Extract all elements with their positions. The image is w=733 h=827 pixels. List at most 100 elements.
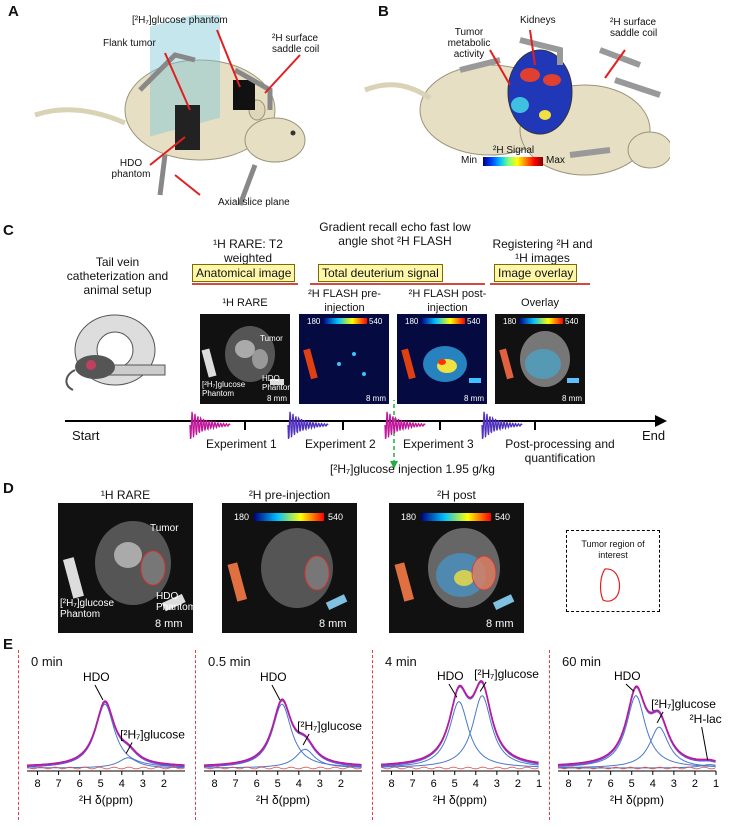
c-rare-tumor: Tumor <box>260 334 283 343</box>
timeline-end: End <box>642 428 666 443</box>
x-tick-label: 2 <box>161 778 167 790</box>
d-pre-colorbar <box>254 513 324 521</box>
x-tick-label: 5 <box>629 778 635 790</box>
data-line <box>27 701 185 768</box>
x-tick-label: 4 <box>650 778 656 790</box>
x-axis-label: ²H δ(ppm) <box>256 793 310 807</box>
d-post-colorbar <box>421 513 491 521</box>
rare-head: ¹H RARE: T2 weighted <box>213 237 283 265</box>
c-post-colorbar <box>421 318 465 324</box>
c-pre-colorbar <box>323 318 367 324</box>
c-post-cmax: 540 <box>467 317 481 326</box>
peak-arrow <box>125 742 133 754</box>
flash-box: Total deuterium signal <box>318 264 443 282</box>
x-tick-label: 2 <box>515 778 521 790</box>
mouse-illustration-a <box>34 15 306 206</box>
label-flank-tumor: Flank tumor <box>103 38 156 49</box>
panel-label-c: C <box>3 222 14 239</box>
roi-title: Tumor region of interest <box>581 539 645 560</box>
timeline-start: Start <box>72 428 100 443</box>
d-pre-image: 180 540 8 mm <box>222 503 357 633</box>
peak-arrow <box>448 683 458 698</box>
mouse-illustration-b <box>364 29 670 176</box>
d-post-scale: 8 mm <box>486 618 514 630</box>
label-injection: [²H₇]glucose injection 1.95 g/kg <box>330 462 495 476</box>
peak-label: [²H₇]glucose <box>651 697 716 711</box>
component-peak-1 <box>380 701 539 768</box>
roi-outline <box>599 568 621 602</box>
x-tick-label: 3 <box>671 778 677 790</box>
c-ovl-cmin: 180 <box>503 317 517 326</box>
pulse-glyphs <box>189 411 523 439</box>
label-hdo-phantom: HDO phantom <box>111 158 151 180</box>
x-tick-label: 5 <box>98 778 104 790</box>
x-tick-label: 7 <box>56 778 62 790</box>
x-tick-label: 6 <box>431 778 437 790</box>
residual-line <box>557 766 716 770</box>
setup-text: Tail vein catheterization and animal set… <box>66 255 169 297</box>
x-tick-label: 5 <box>452 778 458 790</box>
d-rare-scale: 8 mm <box>155 618 183 630</box>
x-tick-label: 8 <box>565 778 571 790</box>
x-tick-label: 8 <box>34 778 40 790</box>
spectrum-title: 0.5 min <box>208 654 251 669</box>
panel-label-e: E <box>3 636 14 653</box>
peak-label: [²H₇]glucose <box>297 719 362 733</box>
roi-box: Tumor region of interest <box>566 530 660 612</box>
d-img3-title: ²H post <box>437 488 476 502</box>
scanner-icon <box>65 314 166 391</box>
x-tick-label: 3 <box>494 778 500 790</box>
fit-line <box>27 700 185 766</box>
c-ovl-scale: 8 mm <box>562 394 582 403</box>
fid-pulse-1 <box>189 411 231 439</box>
label-post: Post-processing and quantification <box>505 437 615 465</box>
component-peak-2 <box>558 726 716 768</box>
flash-head: Gradient recall echo fast low angle shot… <box>319 220 471 248</box>
d-rare-hdo: HDO Phantom <box>156 591 193 613</box>
component-peak-1 <box>204 703 362 768</box>
fid-pulse-2 <box>287 411 329 439</box>
peak-label: HDO <box>83 670 110 684</box>
x-tick-label: 2 <box>338 778 344 790</box>
x-tick-label: 7 <box>587 778 593 790</box>
x-tick-label: 6 <box>254 778 260 790</box>
x-tick-label: 6 <box>77 778 83 790</box>
residual-line <box>203 766 362 770</box>
x-tick-label: 1 <box>536 778 542 790</box>
label-exp1: Experiment 1 <box>206 437 277 451</box>
flash-underline <box>310 283 485 285</box>
data-line <box>381 681 539 767</box>
timeline <box>65 400 667 468</box>
label-surface-coil-b: ²H surface saddle coil <box>610 17 658 39</box>
panel-label-b: B <box>378 3 389 20</box>
signal-max: Max <box>546 155 565 166</box>
x-tick-label: 7 <box>233 778 239 790</box>
x-tick-label: 1 <box>713 778 719 790</box>
spectrum-title: 4 min <box>385 654 417 669</box>
signal-title: ²H Signal <box>493 145 535 156</box>
fit-line <box>380 680 539 766</box>
x-tick-label: 2 <box>692 778 698 790</box>
x-tick-label: 4 <box>473 778 479 790</box>
label-glucose-phantom-a: [²H₇]glucose phantom <box>132 15 228 26</box>
peak-label: [²H₇]glucose <box>120 728 185 742</box>
c-post-cmin: 180 <box>405 317 419 326</box>
label-surface-coil-a: ²H surface saddle coil <box>272 33 320 55</box>
d-img2-title: ²H pre-injection <box>248 488 331 502</box>
x-tick-label: 7 <box>410 778 416 790</box>
peak-label: HDO <box>260 670 287 684</box>
d-post-image: 180 540 8 mm <box>389 503 524 633</box>
peak-label: ²H-lactate <box>690 712 722 726</box>
peak-label: [²H₇]glucose <box>474 667 539 681</box>
img2-title: ²H FLASH pre-injection <box>308 288 381 314</box>
x-tick-label: 8 <box>211 778 217 790</box>
label-tumor-activity: Tumor metabolic activity <box>447 27 491 60</box>
injection-arrow <box>390 461 398 469</box>
x-axis-label: ²H δ(ppm) <box>610 793 664 807</box>
component-peak-2 <box>380 695 539 768</box>
